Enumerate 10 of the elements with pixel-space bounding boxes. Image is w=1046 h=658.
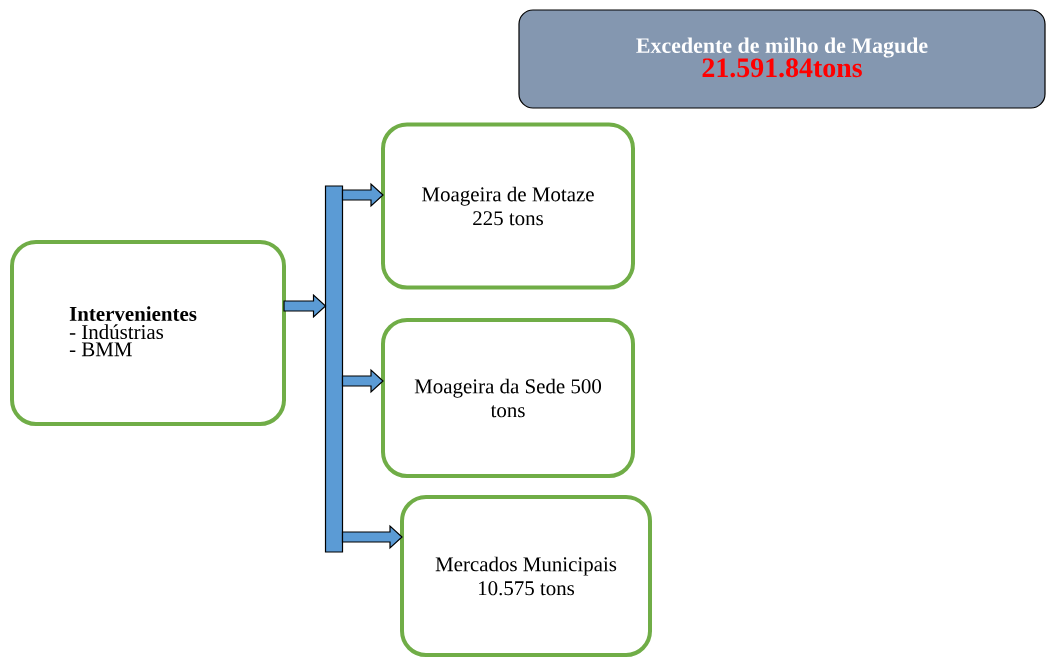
text-box: Mercados Municipais 10.575 tons [400, 495, 652, 657]
block-arrow [341, 182, 384, 208]
block-arrow [341, 524, 403, 550]
block-arrow [341, 368, 384, 394]
title-box: Excedente de milho de Magude 21.591.84tons [518, 9, 1046, 109]
block-arrow [283, 293, 327, 319]
text-box: Intervenientes - Indústrias - BMM [10, 240, 286, 426]
text-box: Moageira da Sede 500 tons [381, 318, 635, 478]
vertical-bar [324, 185, 344, 553]
text-box: Moageira de Motaze 225 tons [381, 122, 635, 290]
